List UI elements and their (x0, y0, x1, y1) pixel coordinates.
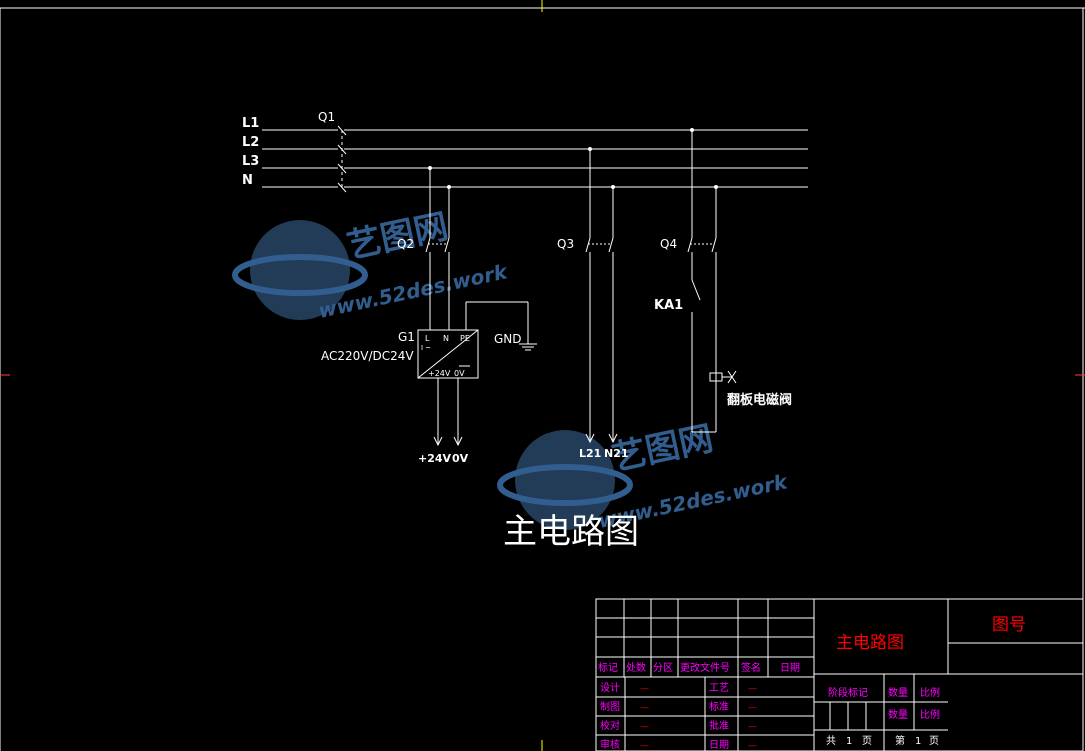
psu-ac-symbol: I ~ (421, 344, 431, 352)
q3-branch (585, 147, 618, 444)
tb-role-design: 设计 (600, 681, 620, 694)
tb-header-count: 处数 (626, 661, 646, 674)
q4-branch (687, 128, 737, 433)
line-label-l1: L1 (242, 116, 259, 131)
psu-rating: AC220V/DC24V (321, 349, 414, 363)
title-block (595, 598, 1084, 751)
line-label-l3: L3 (242, 154, 259, 169)
tb-header-date: 日期 (780, 662, 800, 674)
psu-term-n: N (443, 334, 449, 343)
output-label-plus24: +24V (418, 452, 452, 465)
tb-scale-2: 比例 (920, 708, 940, 721)
psu-out-neg: 0V (454, 369, 465, 378)
tb-header-mark: 标记 (598, 662, 618, 674)
line-label-n: N (242, 173, 253, 188)
output-label-l21: L21 (579, 447, 601, 460)
tb-role-date: 日期 (709, 739, 729, 751)
relay-label-ka1: KA1 (654, 298, 683, 313)
tb-dash: — (640, 741, 649, 751)
tb-page: 页 (862, 735, 872, 747)
tb-dash: — (748, 722, 757, 732)
tb-header-sign: 签名 (741, 661, 761, 674)
watermark-logo: 艺图网 www.52des.work (232, 206, 511, 323)
tb-header-change-doc: 更改文件号 (680, 661, 730, 674)
tb-role-draw: 制图 (600, 700, 620, 713)
ground-label: GND (494, 332, 522, 346)
breaker-label-q3: Q3 (557, 237, 574, 251)
tb-role-standard: 标准 (709, 701, 729, 713)
tb-total: 共 (826, 735, 836, 747)
tb-page-2: 页 (929, 735, 939, 747)
tb-quantity: 数量 (888, 686, 908, 699)
tb-dash: — (748, 703, 757, 713)
psu-term-pe: PE (460, 334, 470, 343)
title-block-header-row: 标记 处数 分区 更改文件号 签名 日期 (598, 661, 800, 674)
breaker-label-q2: Q2 (397, 237, 414, 251)
tb-quantity-2: 数量 (888, 708, 908, 721)
q2-branch (417, 166, 537, 447)
tb-title: 主电路图 (836, 633, 904, 653)
tb-scale: 比例 (920, 686, 940, 699)
psu-term-l: L (425, 334, 430, 343)
tb-stage-mark: 阶段标记 (828, 686, 868, 699)
valve-label: 翻板电磁阀 (727, 392, 792, 408)
tb-role-process: 工艺 (709, 682, 729, 694)
tb-total-value: 1 (846, 736, 852, 747)
psu-name: G1 (398, 330, 415, 344)
tb-role-review: 审核 (600, 738, 620, 751)
tb-header-zone: 分区 (653, 662, 673, 674)
tb-dash: — (640, 703, 649, 713)
tb-dash: — (748, 741, 757, 751)
output-label-zero: 0V (452, 452, 469, 465)
title-block-roles: 设计 制图 校对 审核 — — — — 工艺 标准 批准 日期 — — — — (600, 681, 757, 751)
tb-role-approve: 批准 (709, 719, 729, 732)
output-label-n21: N21 (604, 447, 629, 460)
tb-dash: — (748, 684, 757, 694)
psu-out-pos: +24V (428, 369, 451, 378)
tb-drawing-no-label: 图号 (992, 615, 1026, 635)
tb-dash: — (640, 684, 649, 694)
breaker-label-q4: Q4 (660, 237, 677, 251)
tb-dash: — (640, 722, 649, 732)
breaker-label-q1: Q1 (318, 110, 335, 124)
line-label-l2: L2 (242, 135, 259, 150)
tb-sheet-value: 1 (915, 736, 921, 747)
drawing-title: 主电路图 (503, 512, 639, 552)
bus-lines (262, 125, 808, 193)
tb-role-check: 校对 (600, 719, 620, 732)
tb-sheet: 第 (895, 734, 905, 747)
